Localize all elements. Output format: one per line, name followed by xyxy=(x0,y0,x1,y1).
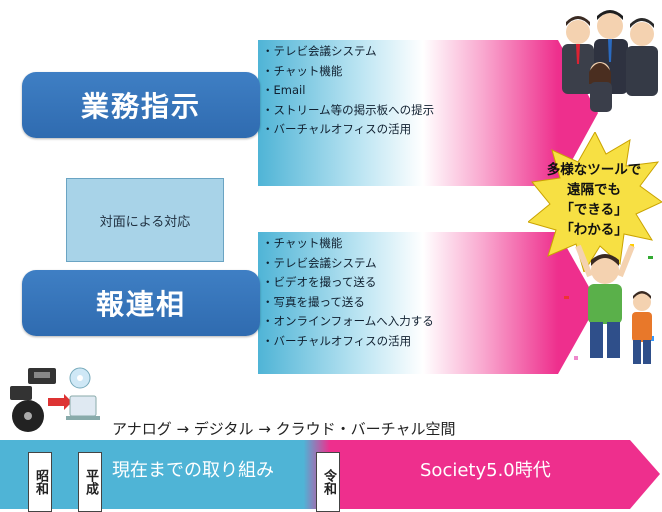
era-heisei-marker: 平成 xyxy=(78,452,102,512)
era-label: 平成 xyxy=(83,469,98,495)
list-item: ビデオを撮って送る xyxy=(262,273,434,293)
list-item: チャット機能 xyxy=(262,234,434,254)
burst-line: 遠隔でも xyxy=(567,182,621,198)
list-item: オンラインフォームへ入力する xyxy=(262,312,434,332)
celebrating-people-illustration xyxy=(564,244,654,364)
report-contact-consult-label: 報連相 xyxy=(22,270,260,336)
burst-line: 多様なツールで xyxy=(546,162,642,178)
starburst-text: 多様なツールで 遠隔でも 「できる」 「わかる」 xyxy=(540,160,648,240)
list-item: テレビ会議システム xyxy=(262,254,434,274)
report-tools-list: チャット機能 テレビ会議システム ビデオを撮って送る 写真を撮って送る オンライ… xyxy=(262,234,434,351)
current-efforts-label: 現在までの取り組み xyxy=(112,460,274,481)
list-item: 写真を撮って送る xyxy=(262,293,434,313)
technology-progression-text: アナログ → デジタル → クラウド・バーチャル空間 xyxy=(112,420,456,438)
work-instruction-tools-list: テレビ会議システム チャット機能 Email ストリーム等の掲示板への提示 バー… xyxy=(262,42,435,140)
analog-digital-media-icon xyxy=(10,367,100,432)
era-showa-marker: 昭和 xyxy=(28,452,52,512)
era-reiwa-marker: 令和 xyxy=(316,452,340,512)
burst-line: 「わかる」 xyxy=(560,222,628,238)
list-item: バーチャルオフィスの活用 xyxy=(262,120,434,140)
era-label: 令和 xyxy=(321,469,336,495)
society5-era-label: Society5.0時代 xyxy=(420,460,551,481)
list-item: テレビ会議システム xyxy=(262,42,434,62)
business-people-illustration xyxy=(562,10,658,112)
era-label: 昭和 xyxy=(33,469,48,495)
list-item: ストリーム等の掲示板への提示 xyxy=(262,101,435,121)
list-item: バーチャルオフィスの活用 xyxy=(262,332,434,352)
starburst-callout xyxy=(528,132,662,272)
burst-line: 「できる」 xyxy=(560,202,628,218)
list-item: Email xyxy=(262,81,434,101)
work-instruction-label: 業務指示 xyxy=(22,72,260,138)
list-item: チャット機能 xyxy=(262,62,434,82)
face-to-face-box: 対面による対応 xyxy=(66,178,224,262)
